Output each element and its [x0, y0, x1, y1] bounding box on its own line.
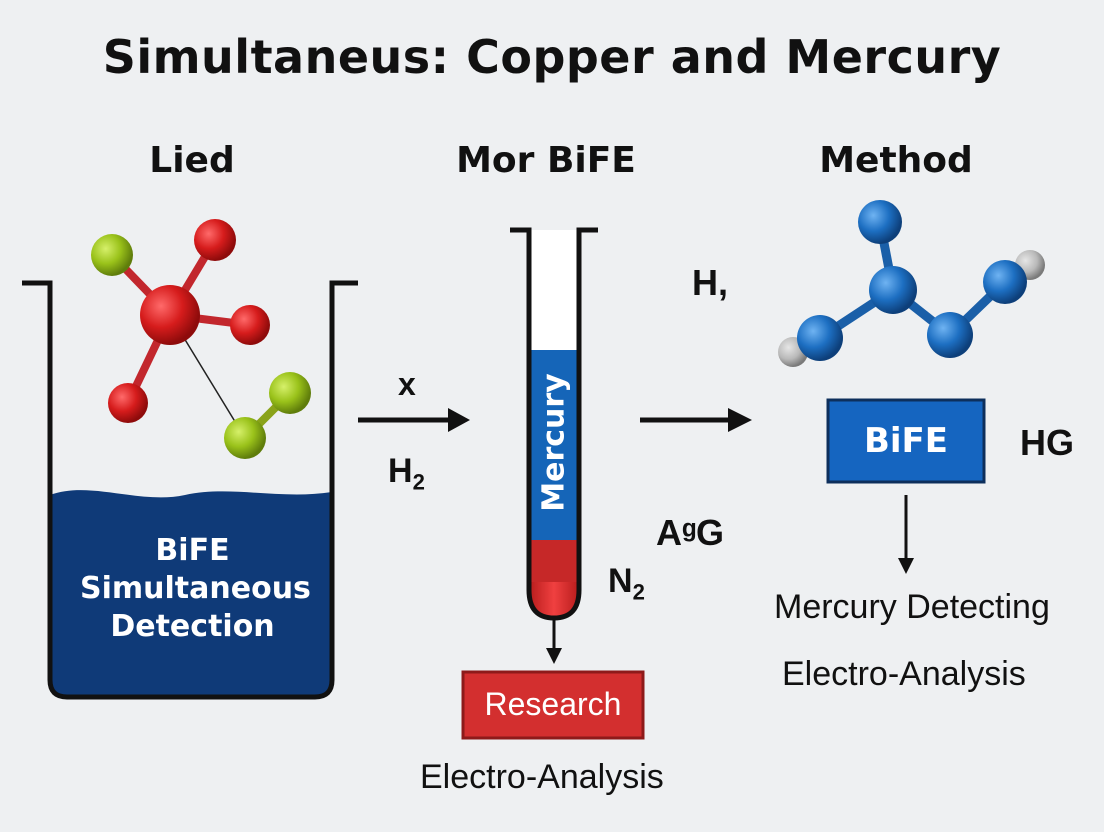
n2-main: N — [608, 562, 633, 600]
atom-green — [224, 417, 266, 459]
research-box — [461, 670, 645, 740]
atom-blue — [858, 200, 902, 244]
atom-blue — [927, 312, 973, 358]
beaker — [22, 280, 358, 700]
right-molecule — [778, 200, 1045, 367]
atom-red — [230, 305, 270, 345]
arrow1-top-label: x — [398, 366, 416, 402]
beaker-label-line1: BiFE — [155, 533, 230, 568]
atom-green — [269, 372, 311, 414]
atom-red — [108, 383, 148, 423]
agg-label: AᵍG — [656, 512, 725, 553]
atom-green — [91, 234, 133, 276]
bife-box — [826, 398, 986, 484]
left-molecule — [91, 219, 311, 459]
atom-blue — [797, 315, 843, 361]
arrow1-bottom-label: H2 — [388, 452, 425, 496]
column-heading-left: Lied — [149, 140, 235, 181]
h2-main: H — [388, 452, 413, 490]
tube-mercury-label: Mercury — [536, 373, 572, 512]
diagram-title: Simultaneus: Copper and Mercury — [102, 30, 1002, 84]
n2-label: N2 — [608, 562, 645, 606]
arrow-down-icon — [898, 558, 914, 574]
beaker-outline — [22, 280, 358, 700]
atom-red — [194, 219, 236, 261]
electro-analysis-right: Electro-Analysis — [782, 655, 1026, 693]
tube-red-section — [529, 540, 579, 582]
research-box-label: Research — [484, 686, 622, 722]
arrow-down-icon — [546, 648, 562, 664]
atom-blue-center — [869, 266, 917, 314]
atom-blue — [983, 260, 1027, 304]
arrow-head-icon — [728, 408, 752, 432]
electro-analysis-bottom: Electro-Analysis — [420, 758, 664, 796]
beaker-liquid — [50, 490, 332, 697]
h2-sub: 2 — [412, 469, 425, 495]
bife-box-label: BiFE — [863, 421, 949, 461]
hg-label: HG — [1020, 422, 1074, 463]
column-heading-middle: Mor BiFE — [456, 140, 636, 181]
electrode-tube — [510, 227, 598, 664]
column-heading-right: Method — [819, 140, 973, 181]
beaker-label-line3: Detection — [110, 609, 275, 644]
beaker-label-line2: Simultaneous — [80, 571, 311, 606]
n2-sub: 2 — [632, 579, 645, 605]
h-comma-label: H, — [692, 262, 728, 303]
arrow-head-icon — [448, 408, 470, 432]
mercury-detecting-label: Mercury Detecting — [774, 588, 1050, 626]
atom-red-center — [140, 285, 200, 345]
tube-blue-section — [529, 350, 579, 540]
beaker-label: BiFE Simultaneous Detection — [80, 532, 311, 646]
